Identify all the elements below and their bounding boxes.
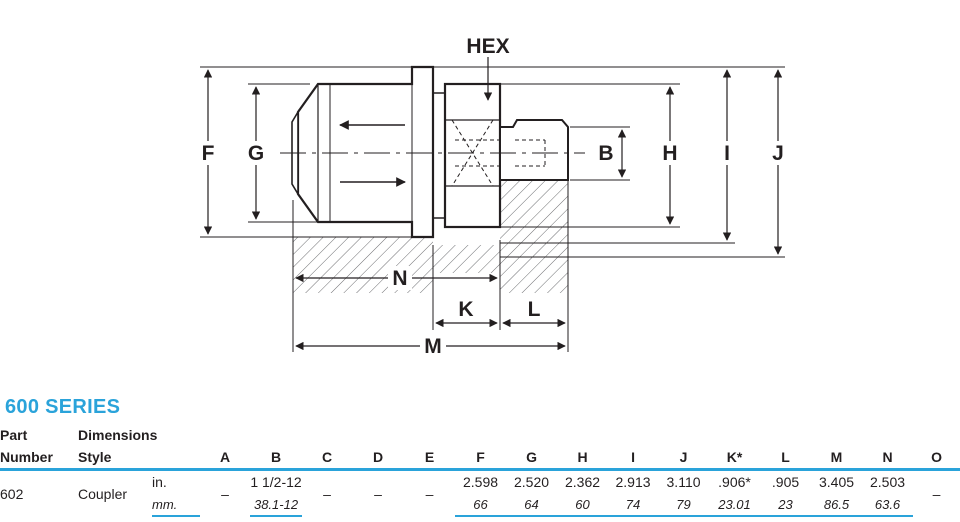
header-col-h: H <box>557 446 609 471</box>
cell-k-in: .906* <box>718 474 751 490</box>
header-col-a: A <box>200 446 251 471</box>
cell-unit-in: in. <box>152 474 167 490</box>
header-col-e: E <box>404 446 456 471</box>
extension-lines <box>200 66 785 352</box>
header-col-i: I <box>608 446 659 471</box>
header-col-f: F <box>455 446 507 471</box>
cell-n-in: 2.503 <box>869 474 906 490</box>
cell-b-mm: 38.1-12 <box>250 493 303 517</box>
header-col-n: N <box>862 446 914 471</box>
cell-i-in: 2.913 <box>615 474 651 490</box>
cell-part-number: 602 <box>0 485 24 502</box>
header-col-b: B <box>250 446 303 471</box>
cell-unit-mm: mm. <box>152 493 201 517</box>
dim-label-l: L <box>528 298 541 321</box>
series-title: 600 SERIES <box>5 396 121 418</box>
cell-a: – <box>221 485 229 502</box>
header-col-j: J <box>658 446 710 471</box>
dimension-labels: F G B H I J N K L M HEX <box>198 35 788 358</box>
header-col-c: C <box>302 446 353 471</box>
header-col-d: D <box>352 446 405 471</box>
table-header-row-1: Part Dimensions <box>0 424 960 446</box>
cell-l-in: .905 <box>771 474 800 490</box>
header-style: Style <box>78 446 201 471</box>
dim-label-i: I <box>724 142 730 165</box>
header-col-k: K* <box>709 446 761 471</box>
dim-label-f: F <box>202 142 215 165</box>
table-header-row-2: Number Style A B C D E F G H I J K* L M … <box>0 446 960 471</box>
dim-label-h: H <box>662 142 677 165</box>
cell-m-mm: 86.5 <box>811 493 863 517</box>
dim-label-n: N <box>392 267 407 290</box>
dim-label-g: G <box>248 142 264 165</box>
table-row-millimeters: mm. 38.1-12 66 64 60 74 79 23.01 23 86.5… <box>0 493 960 517</box>
cell-j-mm: 79 <box>658 493 710 517</box>
cell-o: – <box>932 485 941 502</box>
cell-b-in: 1 1/2-12 <box>250 474 302 490</box>
cell-f-in: 2.598 <box>462 474 499 490</box>
cell-n-mm: 63.6 <box>862 493 914 517</box>
cell-c: – <box>323 485 331 502</box>
cell-h-in: 2.362 <box>564 474 601 490</box>
coupler-dimension-drawing: F G B H I J N K L M HEX <box>198 35 788 358</box>
header-col-l: L <box>760 446 812 471</box>
cell-l-mm: 23 <box>760 493 812 517</box>
cell-e: – <box>425 485 434 502</box>
cell-i-mm: 74 <box>608 493 659 517</box>
dim-label-k: K <box>458 298 473 321</box>
hatched-sections <box>293 180 568 293</box>
cell-f-mm: 66 <box>455 493 507 517</box>
dim-label-hex: HEX <box>466 35 509 58</box>
header-col-o: O <box>913 446 960 471</box>
dim-label-m: M <box>424 335 442 358</box>
cell-g-mm: 64 <box>506 493 558 517</box>
cell-m-in: 3.405 <box>818 474 855 490</box>
cell-g-in: 2.520 <box>513 474 550 490</box>
cell-k-mm: 23.01 <box>709 493 761 517</box>
dimensions-table: Part Dimensions Number Style A B C D E F… <box>0 424 960 517</box>
cell-j-in: 3.110 <box>666 474 701 490</box>
flow-arrows <box>339 120 406 187</box>
cell-style: Coupler <box>78 485 128 502</box>
table-row-inches: 602 Coupler in. – 1 1/2-12 – – – 2.598 2… <box>0 470 960 502</box>
header-col-m: M <box>811 446 863 471</box>
coupler-body <box>291 65 569 239</box>
header-number: Number <box>0 446 78 471</box>
cell-d: – <box>374 485 382 502</box>
header-dimensions: Dimensions <box>78 427 158 443</box>
dim-label-b: B <box>598 142 613 165</box>
header-col-g: G <box>506 446 558 471</box>
cell-h-mm: 60 <box>557 493 609 517</box>
dim-label-j: J <box>772 142 784 165</box>
header-part: Part <box>0 427 28 443</box>
